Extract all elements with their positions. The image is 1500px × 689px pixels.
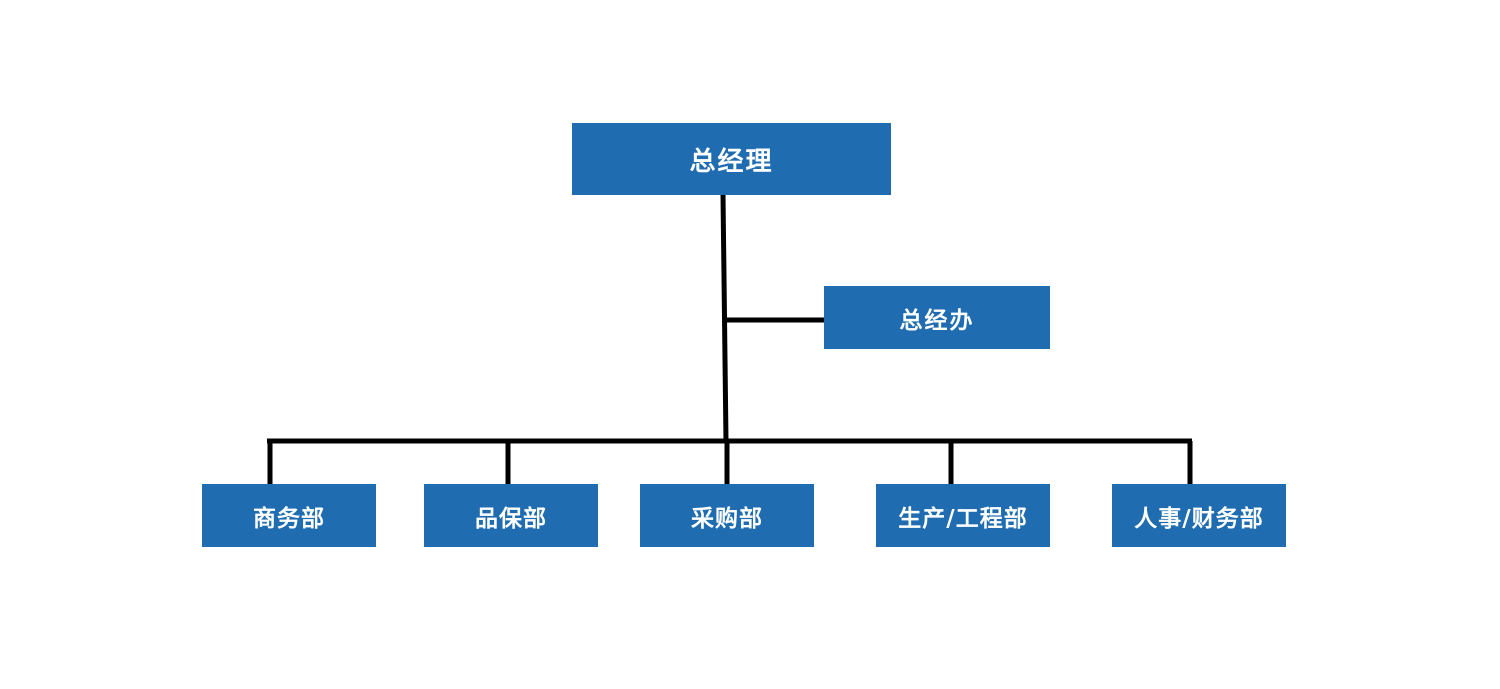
general-manager-box: 总经理 [572,123,891,195]
department-box-hr-finance: 人事/财务部 [1112,484,1286,547]
department-box-quality: 品保部 [424,484,598,547]
department-box-production-engineering: 生产/工程部 [876,484,1050,547]
department-box-business: 商务部 [202,484,376,547]
general-manager-office-box: 总经办 [824,286,1050,349]
department-box-purchasing: 采购部 [640,484,814,547]
